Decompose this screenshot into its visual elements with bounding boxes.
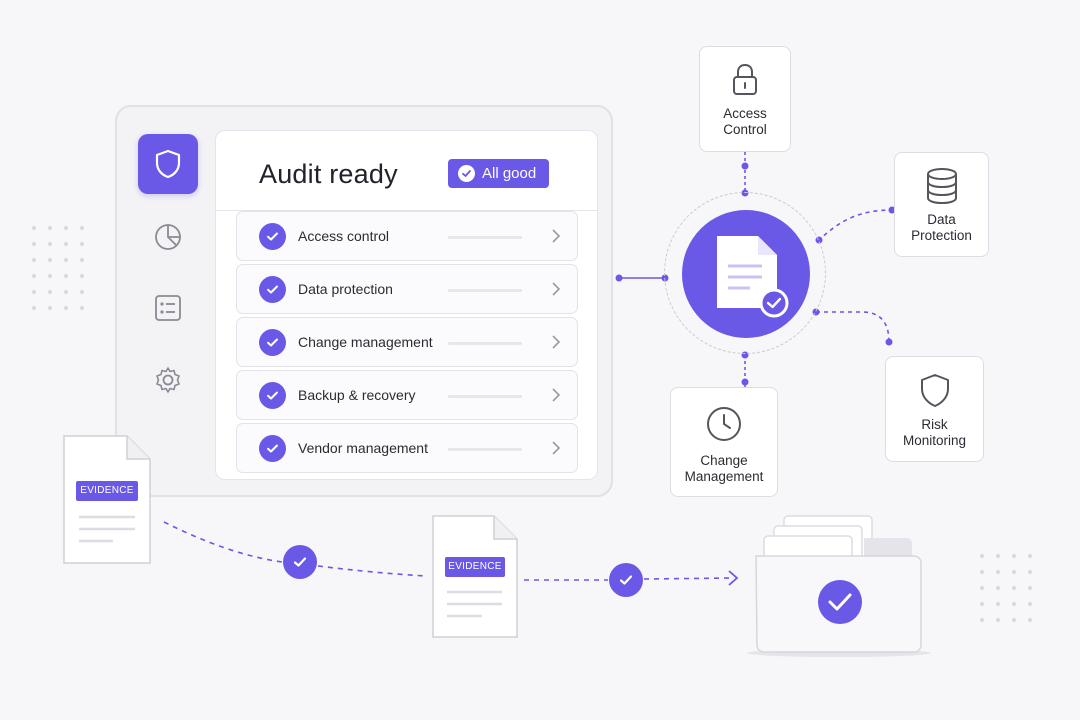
list-item-label: Data protection bbox=[298, 281, 393, 297]
placeholder-bar bbox=[448, 448, 522, 451]
sidebar-item-checklist[interactable] bbox=[138, 278, 198, 338]
clock-icon bbox=[707, 407, 741, 441]
node-label: Monitoring bbox=[902, 433, 967, 448]
chevron-right-icon bbox=[552, 335, 561, 349]
status-badge: All good bbox=[448, 159, 549, 188]
list-item-label: Backup & recovery bbox=[298, 387, 416, 403]
database-icon bbox=[926, 168, 957, 205]
node-data-protection[interactable]: Data Protection bbox=[894, 152, 989, 257]
divider bbox=[216, 210, 597, 211]
pie-chart-icon bbox=[155, 224, 181, 250]
node-risk-monitoring[interactable]: Risk Monitoring bbox=[885, 356, 984, 462]
chevron-right-icon bbox=[552, 229, 561, 243]
hub-ring bbox=[664, 192, 826, 354]
check-icon bbox=[458, 165, 475, 182]
check-icon bbox=[259, 276, 286, 303]
shield-icon bbox=[920, 374, 949, 407]
check-icon bbox=[259, 223, 286, 250]
flow-line-1 bbox=[163, 521, 283, 563]
list-item[interactable]: Data protection bbox=[236, 264, 578, 314]
checklist-icon bbox=[155, 295, 181, 321]
arrow-head-icon bbox=[728, 570, 739, 586]
document-check-icon bbox=[717, 236, 789, 318]
audit-card: Audit ready All good Access control Data… bbox=[215, 130, 598, 480]
placeholder-bar bbox=[448, 236, 522, 239]
node-label: Protection bbox=[911, 228, 972, 243]
shield-icon bbox=[155, 149, 181, 179]
folder-icon bbox=[747, 515, 931, 657]
check-icon bbox=[259, 329, 286, 356]
flow-check-icon bbox=[283, 545, 317, 579]
placeholder-bar bbox=[448, 342, 522, 345]
flow-check-icon bbox=[609, 563, 643, 597]
page-title: Audit ready bbox=[259, 159, 398, 189]
sidebar-item-reports[interactable] bbox=[138, 207, 198, 267]
hub-node bbox=[682, 210, 810, 338]
evidence-document: EVIDENCE bbox=[432, 515, 518, 638]
check-icon bbox=[259, 435, 286, 462]
list-item-label: Vendor management bbox=[298, 440, 428, 456]
list-item[interactable]: Backup & recovery bbox=[236, 370, 578, 420]
node-label: Control bbox=[723, 122, 767, 137]
connector-data bbox=[817, 209, 893, 242]
evidence-tag: EVIDENCE bbox=[76, 481, 138, 501]
gear-icon bbox=[156, 367, 180, 393]
node-label: Data bbox=[927, 212, 956, 227]
check-icon bbox=[259, 382, 286, 409]
status-badge-label: All good bbox=[482, 165, 537, 182]
chevron-right-icon bbox=[552, 388, 561, 402]
node-change-management[interactable]: Change Management bbox=[670, 387, 778, 497]
evidence-document: EVIDENCE bbox=[63, 435, 151, 564]
node-label: Change bbox=[700, 453, 748, 468]
placeholder-bar bbox=[448, 289, 522, 292]
node-label: Management bbox=[684, 469, 764, 484]
chevron-right-icon bbox=[552, 282, 561, 296]
list-item[interactable]: Change management bbox=[236, 317, 578, 367]
list-item-label: Change management bbox=[298, 334, 433, 350]
dot-grid-left bbox=[32, 226, 84, 310]
node-label: Risk bbox=[921, 417, 948, 432]
dot-grid-right bbox=[980, 554, 1032, 622]
evidence-tag: EVIDENCE bbox=[445, 557, 505, 577]
node-access-control[interactable]: Access Control bbox=[699, 46, 791, 152]
sidebar-item-shield[interactable] bbox=[138, 134, 198, 194]
flow-line-2 bbox=[317, 565, 427, 577]
list-item-label: Access control bbox=[298, 228, 390, 244]
placeholder-bar bbox=[448, 395, 522, 398]
connector-risk bbox=[816, 311, 890, 343]
lock-icon bbox=[733, 63, 757, 95]
sidebar-item-settings[interactable] bbox=[138, 350, 198, 410]
node-label: Access bbox=[723, 106, 767, 121]
list-item[interactable]: Vendor management bbox=[236, 423, 578, 473]
flow-line-4 bbox=[643, 577, 735, 580]
chevron-right-icon bbox=[552, 441, 561, 455]
list-item[interactable]: Access control bbox=[236, 211, 578, 261]
